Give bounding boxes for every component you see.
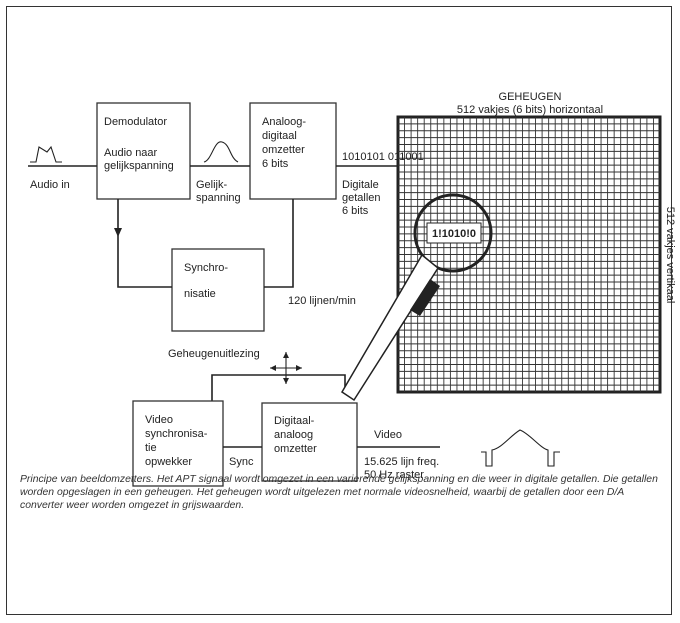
sync-block xyxy=(171,248,265,332)
digitale-label-2: getallen xyxy=(342,192,381,204)
video-waveform-icon xyxy=(481,429,560,467)
magnifier-icon: 1!1010!0 xyxy=(340,193,493,402)
adc-label-4: 6 bits xyxy=(262,158,289,170)
demodulator-block xyxy=(96,102,191,200)
memory-grid xyxy=(396,115,662,394)
video-sync-label-3: tie xyxy=(145,442,157,454)
demod-to-sync-line xyxy=(117,199,172,288)
adc-label-3: omzetter xyxy=(262,144,305,156)
adc-label-2: digitaal xyxy=(262,130,297,142)
video-sync-label-1: Video xyxy=(145,414,173,426)
audio-in-label: Audio in xyxy=(30,179,70,191)
video-spec-label-1: 15.625 lijn freq. xyxy=(364,456,439,468)
sync-label-1: Synchro- xyxy=(184,262,228,274)
figure-caption: Principe van beeldomzetters. Het APT sig… xyxy=(20,474,658,511)
lines-per-min-label: 120 lijnen/min xyxy=(288,295,356,307)
sync-to-adc-line xyxy=(264,199,294,288)
sync-label-2: nisatie xyxy=(184,288,216,300)
digitale-label-1: Digitale xyxy=(342,179,379,191)
memory-vertical-label: 512 vakjes vertikaal xyxy=(664,207,676,304)
video-sync-label-2: synchronisa- xyxy=(145,428,208,440)
memory-horizontal-label: 512 vakjes (6 bits) horizontaal xyxy=(457,104,603,116)
readout-line xyxy=(211,374,346,401)
gelijk-label-2: spanning xyxy=(196,192,241,204)
digitale-label-3: 6 bits xyxy=(342,205,369,217)
bitstream-label: 1010101 011001 xyxy=(342,151,424,163)
dac-block xyxy=(261,402,358,482)
magnifier-bits: 1!1010!0 xyxy=(432,228,476,240)
demodulator-label-1: Demodulator xyxy=(104,116,167,128)
dc-waveform-icon xyxy=(203,141,239,163)
sync-label: Sync xyxy=(229,456,254,468)
video-spec-label-2: 50 Hz raster xyxy=(364,469,424,481)
dac-label-3: omzetter xyxy=(274,443,317,455)
figure-frame xyxy=(6,6,672,615)
readout-label: Geheugenuitlezing xyxy=(168,348,260,360)
gelijk-label-1: Gelijk- xyxy=(196,179,228,191)
adc-label-1: Analoog- xyxy=(262,116,306,128)
audio-waveform-icon xyxy=(30,145,62,163)
memory-title: GEHEUGEN xyxy=(499,91,562,103)
video-sync-label-4: opwekker xyxy=(145,456,192,468)
arrow-down-icon xyxy=(114,228,122,237)
video-label: Video xyxy=(374,429,402,441)
demodulator-label-3: gelijkspanning xyxy=(104,160,174,172)
dac-label-1: Digitaal- xyxy=(274,415,315,427)
adc-block xyxy=(249,102,337,200)
video-sync-block xyxy=(132,400,224,487)
dac-label-2: analoog xyxy=(274,429,313,441)
demodulator-label-2: Audio naar xyxy=(104,147,158,159)
